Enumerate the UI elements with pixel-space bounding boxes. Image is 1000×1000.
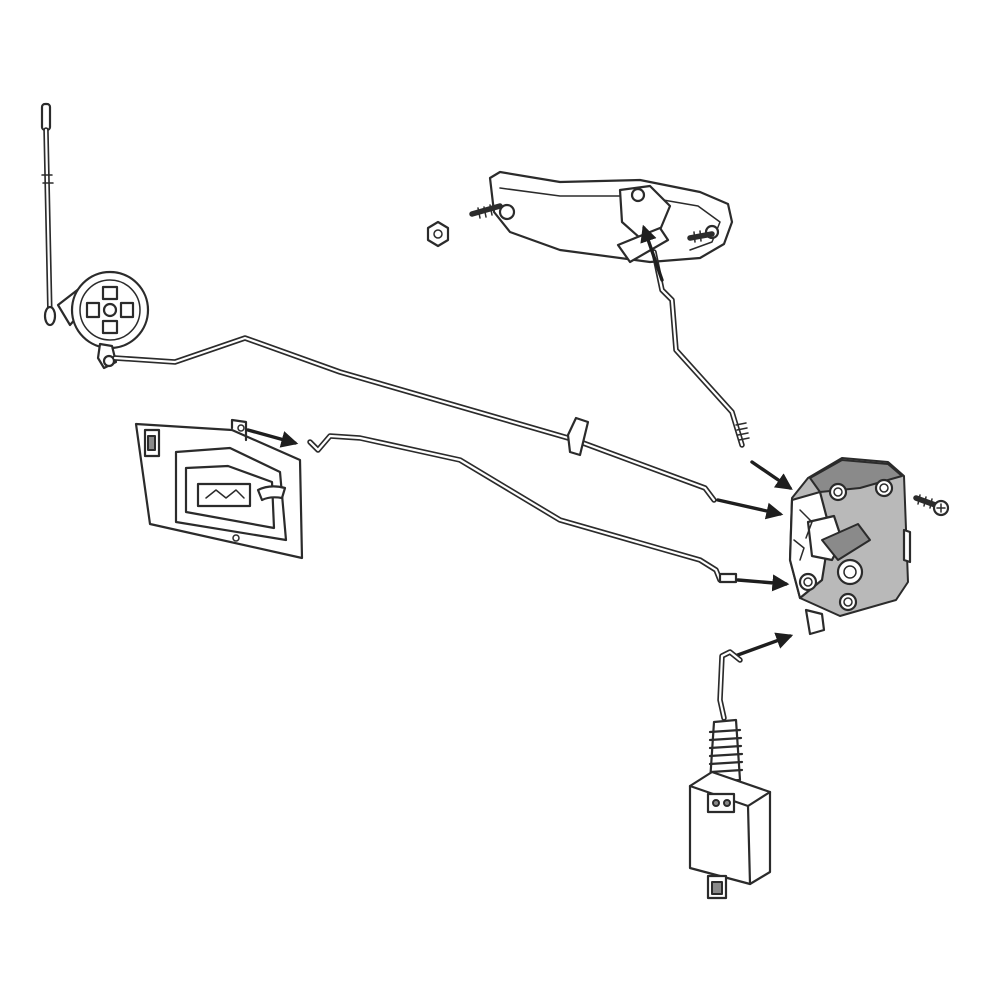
- arrow-handle-rod-to-latch: [750, 460, 793, 490]
- lock-cylinder-rod: [40, 102, 57, 327]
- arrow-inside-handle: [246, 428, 299, 448]
- handle-nut: [426, 220, 450, 248]
- latch-assembly: [788, 457, 912, 636]
- latch-screw: [913, 494, 950, 517]
- arrow-handle-up: [640, 224, 664, 282]
- arrow-knob-rod-to-latch: [716, 498, 784, 520]
- knob-to-latch-rod: [112, 335, 717, 503]
- lock-knob-assembly: [56, 270, 150, 370]
- arrow-inside-rod-to-latch: [736, 574, 790, 592]
- arrow-actuator-to-latch: [733, 632, 794, 658]
- inside-handle-rod: [307, 433, 738, 584]
- handle-to-latch-rod: [651, 249, 750, 448]
- inside-handle: [134, 418, 304, 560]
- outside-handle: [469, 170, 734, 264]
- lock-actuator: [688, 649, 772, 900]
